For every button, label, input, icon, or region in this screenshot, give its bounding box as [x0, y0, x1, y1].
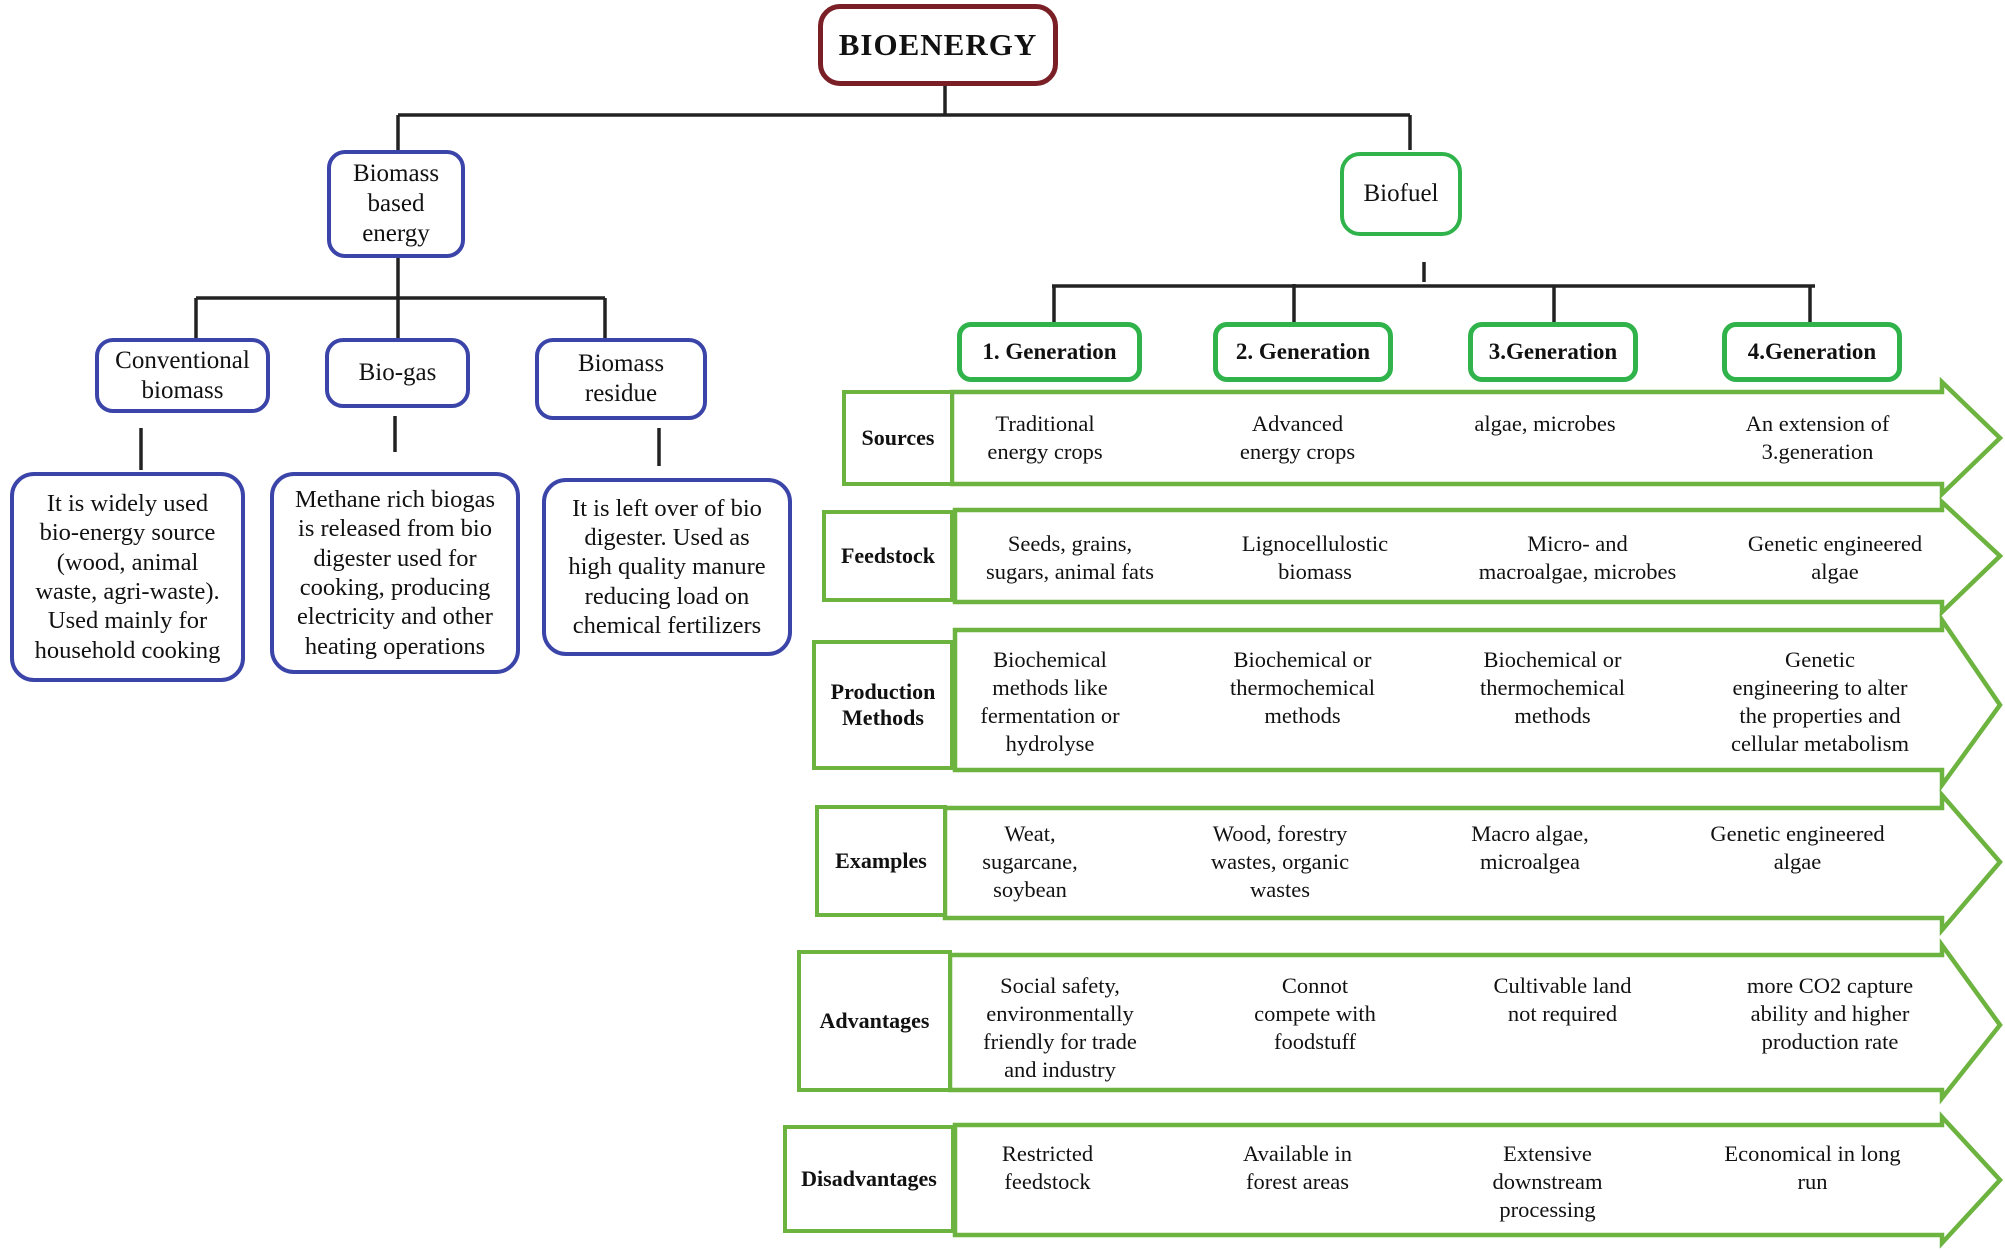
cell-sources-gen4: An extension of 3.generation — [1745, 411, 1890, 465]
cell-advantages-gen2: Connot compete with foodstuff — [1254, 973, 1376, 1055]
cell-feedstock-gen1: Seeds, grains, sugars, animal fats — [985, 531, 1155, 585]
cell-advantages-gen3: Cultivable land not required — [1493, 973, 1632, 1027]
cell-disadvantages-gen4: Economical in long run — [1724, 1141, 1901, 1195]
row-arrow-sources — [949, 376, 2004, 500]
desc-bio-gas: Methane rich biogas is released from bio… — [270, 472, 520, 674]
row-label-sources: Sources — [842, 390, 954, 486]
row-arrow-examples — [942, 788, 2003, 937]
cell-production-gen1: Biochemical methods like fermentation or… — [980, 647, 1120, 757]
row-label-advantages: Advantages — [797, 950, 952, 1092]
cell-advantages-gen1: Social safety, environmentally friendly … — [983, 973, 1137, 1083]
generation-3: 3.Generation — [1468, 322, 1638, 382]
cell-advantages-gen4: more CO2 capture ability and higher prod… — [1746, 973, 1914, 1055]
row-arrow-disadvantages — [952, 1111, 2004, 1249]
cell-examples-gen2: Wood, forestry wastes, organic wastes — [1210, 821, 1350, 903]
row-arrow-advantages — [947, 938, 2003, 1105]
cell-feedstock-gen2: Lignocellulostic biomass — [1241, 531, 1389, 585]
cell-production-gen3: Biochemical or thermochemical methods — [1480, 647, 1625, 729]
cell-disadvantages-gen3: Extensive downstream processing — [1492, 1141, 1603, 1223]
desc-biomass-residue: It is left over of bio digester. Used as… — [542, 478, 792, 656]
generation-2: 2. Generation — [1213, 322, 1393, 382]
node-biomass-residue: Biomass residue — [535, 338, 707, 420]
cell-production-gen4: Genetic engineering to alter the propert… — [1730, 647, 1910, 757]
cell-disadvantages-gen1: Restricted feedstock — [1001, 1141, 1094, 1195]
row-label-production-methods: Production Methods — [812, 640, 954, 770]
row-label-feedstock: Feedstock — [822, 510, 954, 602]
root-node-bioenergy: BIOENERGY — [818, 4, 1058, 86]
row-label-disadvantages: Disadvantages — [783, 1125, 955, 1233]
cell-feedstock-gen3: Micro- and macroalgae, microbes — [1478, 531, 1677, 585]
cell-examples-gen4: Genetic engineered algae — [1710, 821, 1885, 875]
cell-sources-gen3: algae, microbes — [1474, 411, 1616, 436]
cell-disadvantages-gen2: Available in forest areas — [1243, 1141, 1352, 1195]
desc-conventional-biomass: It is widely used bio-energy source (woo… — [10, 472, 245, 682]
node-bio-gas: Bio-gas — [325, 338, 470, 408]
cell-feedstock-gen4: Genetic engineered algae — [1747, 531, 1923, 585]
cell-production-gen2: Biochemical or thermochemical methods — [1230, 647, 1375, 729]
row-arrow-production — [952, 612, 2003, 792]
cell-examples-gen3: Macro algae, microalgea — [1471, 821, 1589, 875]
cell-sources-gen2: Advanced energy crops — [1239, 411, 1356, 465]
cell-sources-gen1: Traditional energy crops — [987, 411, 1103, 465]
generation-4: 4.Generation — [1722, 322, 1902, 382]
row-label-examples: Examples — [815, 805, 947, 917]
node-biomass-based-energy: Biomass based energy — [327, 150, 465, 258]
node-biofuel: Biofuel — [1340, 152, 1462, 236]
row-arrow-feedstock — [952, 496, 2004, 618]
cell-examples-gen1: Weat, sugarcane, soybean — [982, 821, 1078, 903]
generation-1: 1. Generation — [957, 322, 1142, 382]
node-conventional-biomass: Conventional biomass — [95, 338, 270, 413]
